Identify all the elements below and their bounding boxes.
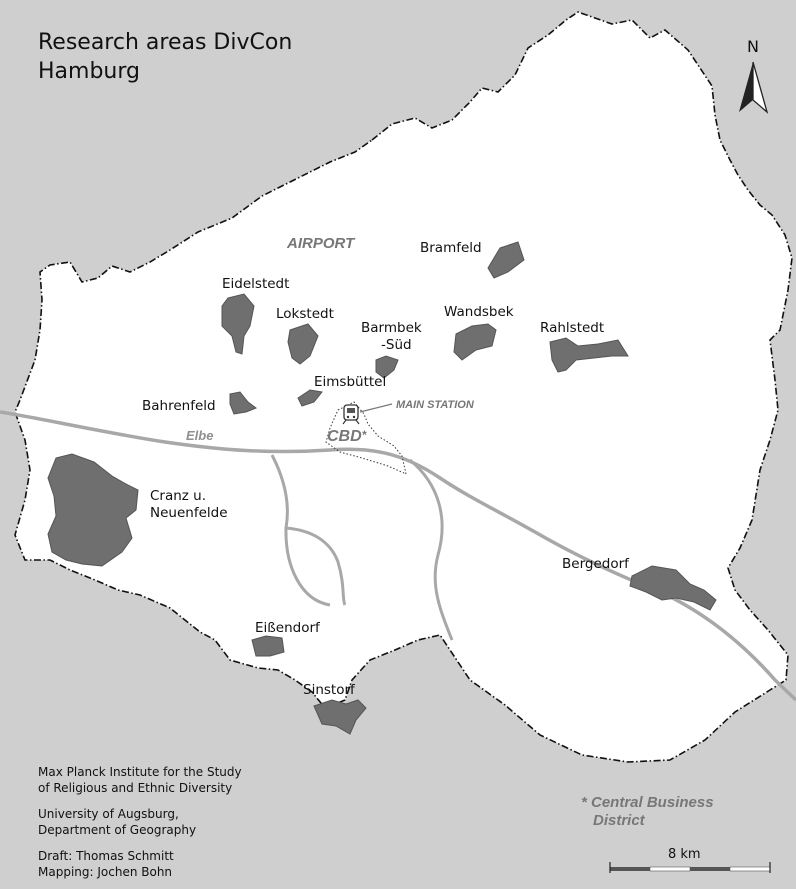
credit-institute: Max Planck Institute for the Study of Re… xyxy=(38,764,242,796)
label-cbd: CBD* xyxy=(327,428,366,446)
area-eimsbuettel xyxy=(297,389,323,407)
area-eidelstedt xyxy=(221,293,255,355)
map-title-line1: Research areas DivCon xyxy=(38,30,293,55)
credit-line4: Department of Geography xyxy=(38,823,197,837)
map-title-line2: Hamburg xyxy=(38,59,140,84)
label-lokstedt: Lokstedt xyxy=(276,306,334,322)
label-cbd-text: CBD xyxy=(327,428,362,445)
footnote: * Central Business District xyxy=(581,794,714,830)
footnote-line2: District xyxy=(593,812,645,829)
label-airport: AIRPORT xyxy=(287,235,355,252)
label-bahrenfeld: Bahrenfeld xyxy=(142,398,216,414)
label-rahlstedt: Rahlstedt xyxy=(540,320,605,336)
label-cranz-line2: Neuenfelde xyxy=(150,505,228,521)
scale-label: 8 km xyxy=(668,847,701,862)
label-elbe: Elbe xyxy=(186,428,214,443)
area-sinstorf xyxy=(313,699,367,735)
label-bramfeld: Bramfeld xyxy=(420,240,482,256)
city-boundary xyxy=(14,11,793,763)
credit-line3: University of Augsburg, xyxy=(38,807,179,821)
area-wandsbek xyxy=(453,323,497,361)
credit-university: University of Augsburg, Department of Ge… xyxy=(38,806,196,838)
label-cranz-line1: Cranz u. xyxy=(150,488,207,504)
credit-line6: Mapping: Jochen Bohn xyxy=(38,865,173,879)
label-sinstorf: Sinstorf xyxy=(303,682,355,698)
area-bergedorf xyxy=(629,565,717,611)
area-lokstedt xyxy=(287,323,319,365)
label-main-station: MAIN STATION xyxy=(396,399,474,411)
area-cranz xyxy=(47,453,139,567)
scale-bar xyxy=(609,862,771,873)
label-eissendorf: Eißendorf xyxy=(255,620,320,636)
main-station-leader xyxy=(359,403,393,413)
label-bergedorf: Bergedorf xyxy=(562,556,629,572)
label-barmbek: Barmbek -Süd xyxy=(361,320,422,354)
label-wandsbek: Wandsbek xyxy=(444,304,514,320)
label-eimsbuettel: Eimsbüttel xyxy=(314,374,387,390)
map-title: Research areas DivCon Hamburg xyxy=(38,28,292,86)
credit-line2: of Religious and Ethnic Diversity xyxy=(38,781,233,795)
credit-authors: Draft: Thomas Schmitt Mapping: Jochen Bo… xyxy=(38,848,174,880)
elbe-branch-middle xyxy=(285,526,347,606)
area-barmbek xyxy=(375,355,399,379)
label-barmbek-line1: Barmbek xyxy=(361,320,422,336)
label-cbd-marker: * xyxy=(361,428,367,442)
elbe-branch-north xyxy=(409,458,454,641)
area-bramfeld xyxy=(487,241,525,279)
label-cranz: Cranz u. Neuenfelde xyxy=(150,488,228,522)
area-rahlstedt xyxy=(549,337,629,373)
label-barmbek-line2: -Süd xyxy=(381,337,412,353)
credit-line1: Max Planck Institute for the Study xyxy=(38,765,242,779)
north-arrow-icon xyxy=(739,61,769,114)
footnote-line1: * Central Business xyxy=(581,794,714,811)
area-eissendorf xyxy=(251,635,285,657)
cbd-outline xyxy=(325,401,407,475)
area-bahrenfeld xyxy=(229,391,258,415)
credit-line5: Draft: Thomas Schmitt xyxy=(38,849,174,863)
label-eidelstedt: Eidelstedt xyxy=(222,276,290,292)
train-station-icon xyxy=(342,404,360,425)
north-label: N xyxy=(747,37,759,56)
